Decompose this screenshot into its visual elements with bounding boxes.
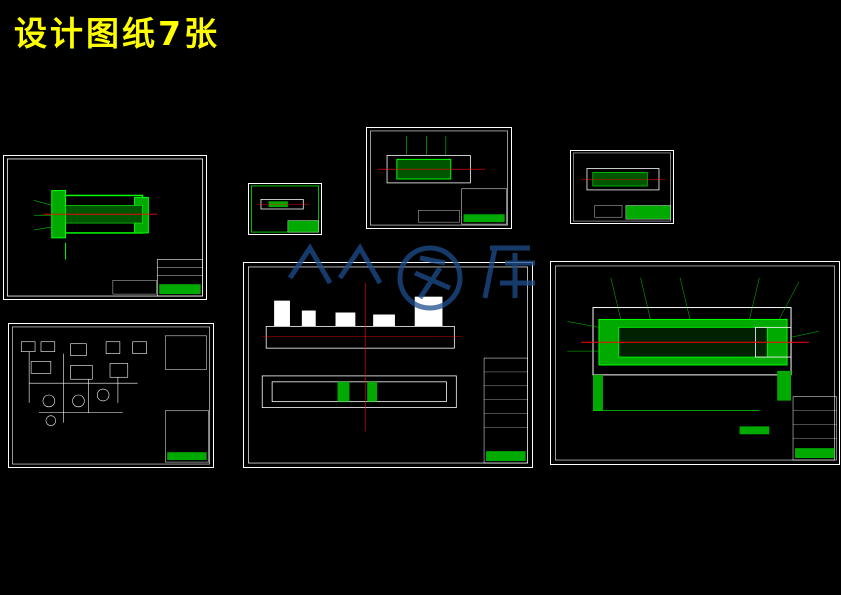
drawing-sheet-1[interactable] — [3, 155, 207, 300]
drawing-sheet-6[interactable] — [243, 262, 533, 468]
sheet-7-drawing — [555, 265, 837, 461]
sheet-6-drawing — [248, 266, 528, 464]
sheet-1-drawing — [6, 158, 204, 297]
page-title: 设计图纸7张 — [14, 14, 220, 53]
sheet-3-drawing — [370, 130, 508, 226]
drawing-sheet-4[interactable] — [570, 150, 674, 224]
sheet-5-drawing — [12, 326, 210, 465]
drawing-sheet-5[interactable] — [8, 323, 214, 468]
sheet-4-drawing — [573, 152, 671, 222]
sheet-2-drawing — [250, 185, 320, 233]
drawing-sheet-7[interactable] — [550, 261, 840, 465]
drawing-sheet-3[interactable] — [366, 127, 512, 229]
watermark-logo — [287, 243, 535, 311]
drawing-sheet-2[interactable] — [248, 183, 322, 235]
